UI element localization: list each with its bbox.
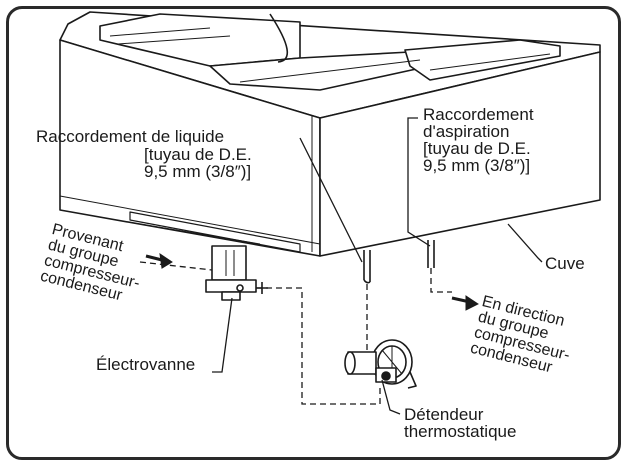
leader-suction bbox=[407, 117, 431, 247]
liquid-label-line3: 9,5 mm (3/8″)] bbox=[144, 162, 252, 181]
suction-label-line3: [tuyau de D.E. bbox=[423, 139, 531, 158]
leader-expansion bbox=[381, 379, 401, 415]
liquid-pipe-label: [tuyau de D.E. 9,5 mm (3/8″)] bbox=[144, 146, 252, 180]
leader-liquid bbox=[299, 137, 363, 263]
solenoid-label-text: Électrovanne bbox=[96, 355, 196, 374]
liquid-label-line2: [tuyau de D.E. bbox=[144, 145, 252, 164]
expansion-valve-shape bbox=[344, 339, 417, 389]
liquid-connection-label: Raccordement de liquide bbox=[36, 128, 224, 145]
expansion-valve-label: Détendeur thermostatique bbox=[404, 406, 516, 440]
cuve-label: Cuve bbox=[545, 255, 585, 272]
suction-label-line2: d'aspiration bbox=[423, 122, 510, 141]
liquid-label-line1: Raccordement de liquide bbox=[36, 127, 225, 146]
expansion-label-line1: Détendeur bbox=[404, 405, 484, 424]
suction-label-line1: Raccordement bbox=[423, 105, 534, 124]
suction-stub bbox=[427, 240, 435, 268]
liquid-stub bbox=[363, 250, 371, 284]
solenoid-valve-shape bbox=[205, 245, 268, 301]
refrigerant-lines bbox=[139, 261, 452, 405]
expansion-label-line2: thermostatique bbox=[404, 422, 517, 441]
solenoid-valve-label: Électrovanne bbox=[96, 356, 195, 373]
leader-solenoid bbox=[212, 297, 233, 373]
suction-connection-label: Raccordement d'aspiration [tuyau de D.E.… bbox=[423, 106, 534, 174]
unit-top-deck bbox=[59, 11, 601, 119]
suction-label-line4: 9,5 mm (3/8″)] bbox=[423, 156, 531, 175]
cuve-label-text: Cuve bbox=[545, 254, 585, 273]
leader-cuve bbox=[507, 223, 543, 263]
